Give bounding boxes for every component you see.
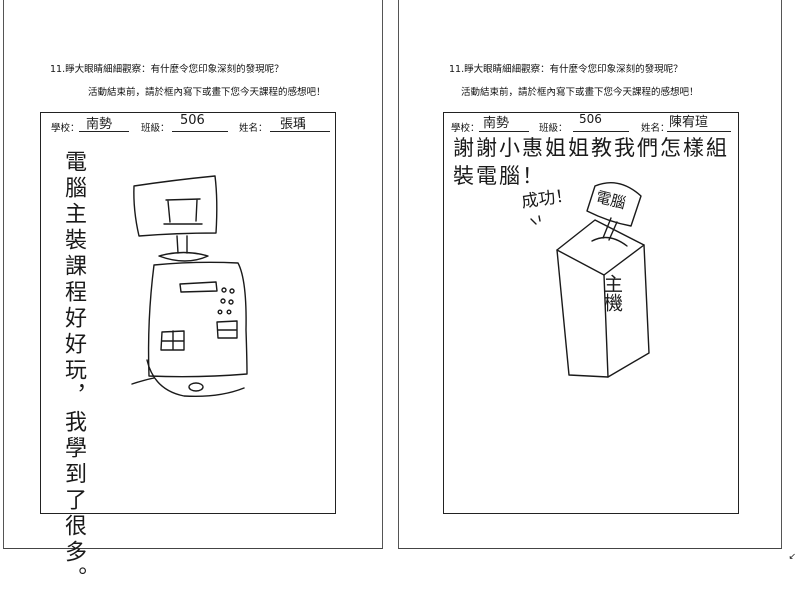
monitor-outline xyxy=(133,175,218,237)
school-underline xyxy=(79,131,129,132)
handwritten-comment: 電腦主裝課程好好玩，我學到了很多。 xyxy=(61,150,86,592)
class-underline xyxy=(573,131,629,132)
sign-outline xyxy=(586,182,642,227)
school-value: 南勢 xyxy=(86,117,113,132)
handwritten-comment-line2: 裝電腦！ xyxy=(453,164,545,188)
class-value: 506 xyxy=(180,113,205,128)
class-underline xyxy=(172,131,228,132)
name-underline xyxy=(667,131,731,132)
name-label: 姓名： xyxy=(239,123,268,134)
school-value: 南勢 xyxy=(483,116,510,131)
corner-mark: ↙ xyxy=(788,552,796,562)
box-text: 主機 xyxy=(601,274,623,312)
handwritten-comment-line1: 謝謝小惠姐姐教我們怎樣組 xyxy=(453,136,729,160)
right-worksheet-page: 11.睜大眼睛細細觀察：有什麼令您印象深刻的發現呢？ 活動結束前，請於框內寫下或… xyxy=(398,0,782,549)
computer-box-drawing xyxy=(530,182,650,378)
class-value: 506 xyxy=(579,112,602,126)
name-value: 張瑀 xyxy=(280,117,307,132)
question-heading: 11.睜大眼睛細細觀察：有什麼令您印象深刻的發現呢？ xyxy=(449,64,683,75)
computer-drawing xyxy=(131,175,248,398)
instruction-text: 活動結束前，請於框內寫下或畫下您今天課程的感想吧！ xyxy=(461,87,699,98)
name-label: 姓名： xyxy=(641,123,670,134)
class-label: 班級： xyxy=(141,123,170,134)
left-worksheet-page: 11.睜大眼睛細細觀察：有什麼令您印象深刻的發現呢？ 活動結束前，請於框內寫下或… xyxy=(3,0,383,592)
class-label: 班級： xyxy=(539,123,568,134)
school-label: 學校： xyxy=(51,123,80,134)
tower-outline xyxy=(147,261,248,378)
box-top xyxy=(556,219,645,276)
school-underline xyxy=(479,131,529,132)
instruction-text: 活動結束前，請於框內寫下或畫下您今天課程的感想吧！ xyxy=(88,87,326,98)
school-label: 學校： xyxy=(451,123,480,134)
name-value: 陳宥瑄 xyxy=(669,115,709,130)
answer-box xyxy=(443,112,739,514)
question-heading: 11.睜大眼睛細細觀察：有什麼令您印象深刻的發現呢？ xyxy=(50,64,284,75)
name-underline xyxy=(270,131,330,132)
